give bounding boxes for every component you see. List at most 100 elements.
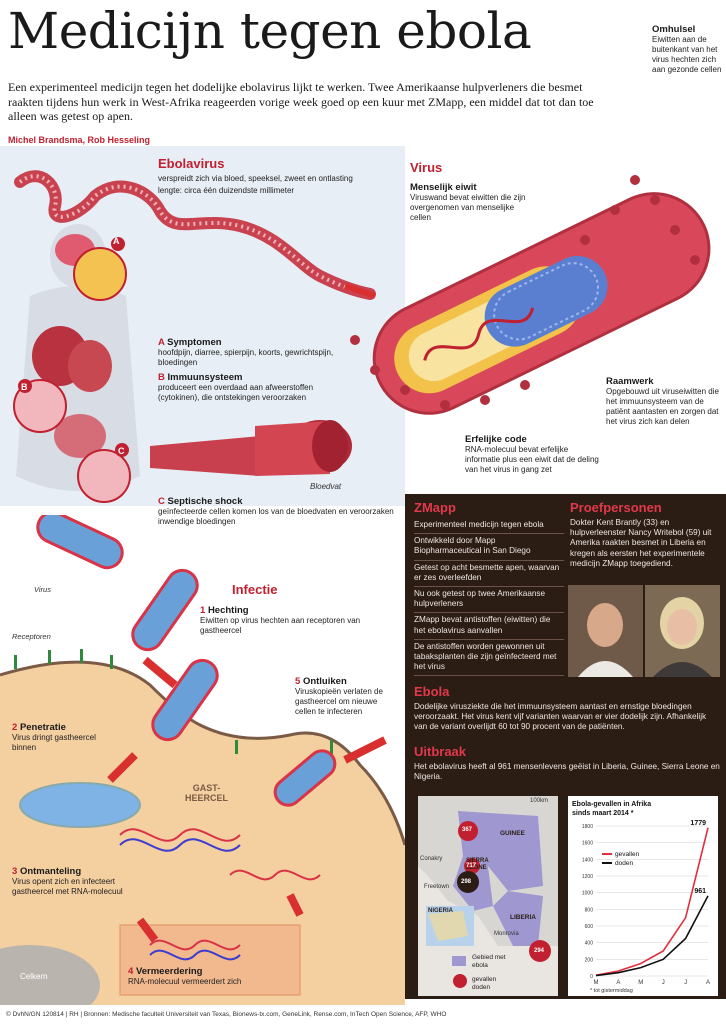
body-label-a: A bbox=[113, 236, 120, 246]
chart-xtick-label: J bbox=[662, 980, 665, 986]
chart-ytick-label: 1800 bbox=[582, 824, 593, 830]
virus-illustration bbox=[350, 175, 711, 415]
gastheercel-label: GAST- HEERCEL bbox=[185, 783, 229, 803]
map-freetown: Freetown bbox=[424, 884, 450, 890]
celkern-label: Celkern bbox=[20, 972, 48, 981]
immuun-block: B Immuunsysteem produceert een overdaad … bbox=[158, 372, 338, 403]
omhulsel-block: Omhulsel Eiwitten aan de buitenkant van … bbox=[652, 24, 724, 75]
step4-heading: Vermeerdering bbox=[135, 966, 203, 977]
bloedvat-label: Bloedvat bbox=[310, 482, 342, 491]
chart-ytick-label: 1400 bbox=[582, 857, 593, 863]
chart-ytick-label: 1200 bbox=[582, 874, 593, 880]
chart-legend-label: doden bbox=[615, 860, 633, 867]
symptomen-letter: A bbox=[158, 337, 165, 348]
chart-end-label: 961 bbox=[694, 888, 706, 895]
step4-text: RNA-molecuul vermeerdert zich bbox=[128, 977, 242, 986]
chart-series-line bbox=[595, 895, 709, 977]
eiwit-heading: Menselijk eiwit bbox=[410, 182, 477, 193]
map-scale: 100km bbox=[530, 798, 549, 804]
proef-heading: Proefpersonen bbox=[570, 500, 662, 515]
step1-block: 1 Hechting Eiwitten op virus hechten aan… bbox=[200, 605, 380, 636]
map-legend-circles: gevallen doden bbox=[472, 976, 497, 991]
map-sierra: SIERRA LEONE bbox=[466, 858, 489, 871]
symptomen-block: A Symptomen hoofdpijn, diarree, spierpij… bbox=[158, 337, 338, 368]
receptoren-label: Receptoren bbox=[12, 632, 51, 641]
chart-ytick-label: 200 bbox=[585, 957, 594, 963]
zmapp-heading: ZMapp bbox=[414, 500, 456, 515]
map-legend-area: Gebied met ebola bbox=[472, 954, 506, 969]
ebolavirus-line1: verspreidt zich via bloed, speeksel, zwe… bbox=[158, 174, 353, 183]
chart-ytick-label: 1000 bbox=[582, 891, 593, 897]
page-title: Medicijn tegen ebola bbox=[8, 2, 532, 60]
ebola-heading: Ebola bbox=[414, 684, 450, 699]
step2-text: Virus dringt gastheercel binnen bbox=[12, 733, 96, 752]
step4-number: 4 bbox=[128, 966, 134, 977]
step5-number: 5 bbox=[295, 676, 301, 687]
photo-brantly bbox=[568, 585, 643, 677]
step1-heading: Hechting bbox=[207, 605, 249, 616]
map-count-sl1: 717 bbox=[466, 863, 477, 869]
symptomen-text: hoofdpijn, diarree, spierpijn, koorts, g… bbox=[158, 348, 334, 367]
infectie-illustration bbox=[0, 515, 405, 1005]
chart-ytick-label: 800 bbox=[585, 907, 594, 913]
intro-text: Een experimenteel medicijn tegen het dod… bbox=[8, 80, 594, 123]
raamwerk-text: Opgebouwd uit viruseiwitten die het immu… bbox=[606, 387, 719, 426]
chart-xtick-label: A bbox=[706, 980, 710, 986]
septisch-text: geïnfecteerde cellen komen los van de bl… bbox=[158, 507, 394, 526]
ebolavirus-line2: lengte: circa één duizendste millimeter bbox=[158, 186, 295, 195]
chart-xtick-label: M bbox=[594, 980, 599, 986]
chart-ytick-label: 0 bbox=[590, 974, 593, 980]
chart-legend-label: gevallen bbox=[615, 851, 640, 858]
eiwit-block: Menselijk eiwit Viruswand bevat eiwitten… bbox=[410, 182, 530, 223]
zmapp-item: Experimenteel medicijn tegen ebola bbox=[414, 518, 564, 535]
step3-number: 3 bbox=[12, 866, 18, 877]
code-heading: Erfelijke code bbox=[465, 434, 527, 445]
chart-end-label: 1779 bbox=[690, 820, 706, 827]
step5-text: Viruskopieën verlaten de gastheercel om … bbox=[295, 687, 383, 716]
chart-xtick-label: A bbox=[616, 980, 620, 986]
byline: Michel Brandsma, Rob Hesseling bbox=[8, 135, 151, 145]
step4-block: 4 Vermeerdering RNA-molecuul vermeerdert… bbox=[128, 966, 298, 987]
step3-heading: Ontmanteling bbox=[19, 866, 82, 877]
symptomen-heading: Symptomen bbox=[167, 337, 222, 348]
infectie-heading: Infectie bbox=[232, 582, 278, 597]
ebolavirus-heading: Ebolavirus bbox=[158, 156, 225, 171]
chart-ytick-label: 600 bbox=[585, 924, 594, 930]
map-count-guinee: 367 bbox=[462, 827, 473, 833]
zmapp-item: De antistoffen worden gewonnen uit tabak… bbox=[414, 640, 564, 677]
zmapp-item: Nu ook getest op twee Amerikaanse hulpve… bbox=[414, 587, 564, 614]
chart-ytick-label: 400 bbox=[585, 941, 594, 947]
step3-text: Virus opent zich en infecteert gastheerc… bbox=[12, 877, 123, 896]
step3-block: 3 Ontmanteling Virus opent zich en infec… bbox=[12, 866, 142, 897]
immuun-text: produceert een overdaad aan afweerstoffe… bbox=[158, 383, 314, 402]
map-count-sl2: 298 bbox=[461, 879, 472, 885]
uitbraak-heading: Uitbraak bbox=[414, 744, 467, 759]
uitbraak-text: Het ebolavirus heeft al 961 mensenlevens… bbox=[414, 762, 720, 782]
map-count-lib: 294 bbox=[534, 948, 545, 954]
code-block: Erfelijke code RNA-molecuul bevat erfeli… bbox=[465, 434, 605, 475]
chart-xtick-label: M bbox=[638, 980, 643, 986]
body-label-c: C bbox=[118, 446, 125, 456]
step1-number: 1 bbox=[200, 605, 206, 616]
ebola-text: Dodelijke virusziekte die het immuunsyst… bbox=[414, 702, 707, 732]
outbreak-map: 100km GUINEE SIERRA LEONE LIBERIA NIGERI… bbox=[418, 796, 558, 996]
step5-block: 5 Ontluiken Viruskopieën verlaten de gas… bbox=[295, 676, 400, 717]
map-monrovia: Monrovia bbox=[494, 931, 519, 937]
body-illustration bbox=[13, 170, 376, 503]
step1-text: Eiwitten op virus hechten aan receptoren… bbox=[200, 616, 361, 635]
septisch-heading: Septische shock bbox=[167, 496, 243, 507]
omhulsel-heading: Omhulsel bbox=[652, 24, 696, 35]
chart-xtick-label: J bbox=[684, 980, 687, 986]
septisch-letter: C bbox=[158, 496, 165, 507]
chart-series-line bbox=[595, 827, 709, 976]
immuun-heading: Immuunsysteem bbox=[167, 372, 243, 383]
step2-number: 2 bbox=[12, 722, 18, 733]
footer-credits: © DvhN/GN 120814 | RH | Bronnen: Medisch… bbox=[0, 1005, 726, 1024]
raamwerk-block: Raamwerk Opgebouwd uit viruseiwitten die… bbox=[606, 376, 724, 427]
zmapp-item: ZMapp bevat antistoffen (eiwitten) die h… bbox=[414, 613, 564, 640]
map-nigeria: NIGERIA bbox=[428, 908, 454, 914]
virus-label: Virus bbox=[34, 585, 51, 594]
